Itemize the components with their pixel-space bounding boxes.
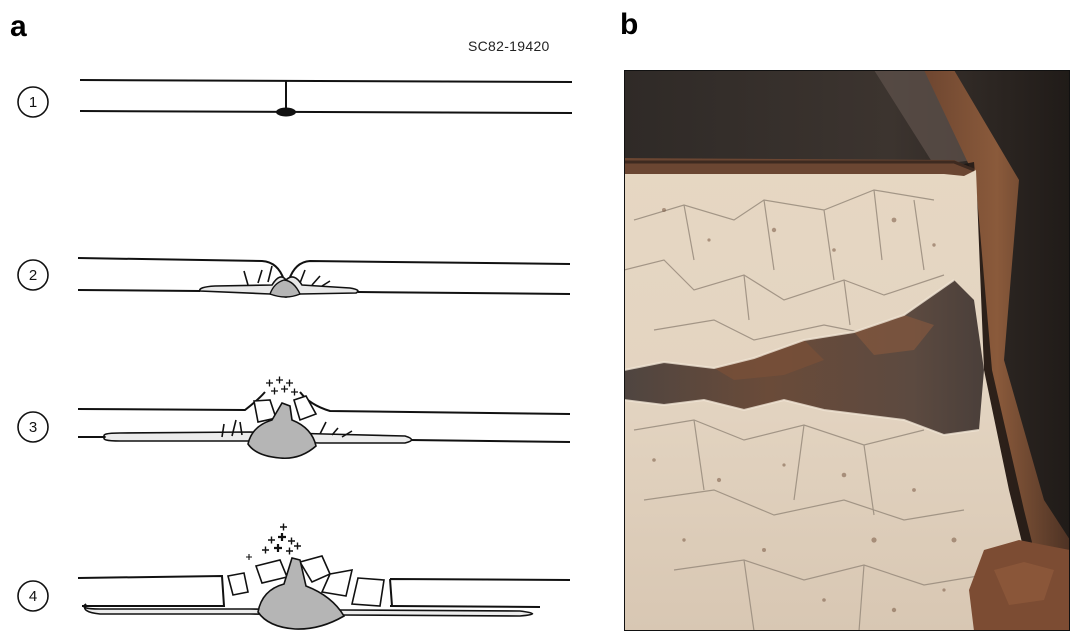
step-2-coating-left xyxy=(78,258,284,280)
step-4-coating-right xyxy=(390,579,570,607)
step-3-coating-left xyxy=(78,392,265,410)
step-4-flake-5 xyxy=(352,578,384,606)
step-3: 3 xyxy=(18,377,570,459)
step-2-coating-right xyxy=(289,261,570,280)
step-1-defect-dot xyxy=(276,108,296,117)
step-3-ion-markers xyxy=(266,377,298,396)
step-3-substrate-right xyxy=(410,440,570,442)
step-3-number: 3 xyxy=(29,419,37,436)
step-2: 2 xyxy=(18,258,570,297)
step-2-substrate-right xyxy=(358,292,570,294)
step-4: 4 xyxy=(18,524,570,630)
panel-label-b: b xyxy=(620,8,638,42)
step-2-number: 2 xyxy=(29,267,37,284)
corrosion-progression-diagram: 1 2 3 xyxy=(0,0,600,631)
peeling-paint-image xyxy=(624,70,1070,631)
step-4-ion-markers xyxy=(246,524,301,561)
step-4-coating-left xyxy=(78,576,224,606)
step-3-coating-flake-right xyxy=(294,396,316,420)
step-1-number: 1 xyxy=(29,94,37,111)
step-4-flake-2 xyxy=(256,560,287,583)
step-1-substrate-line xyxy=(80,111,572,113)
corrosion-photograph xyxy=(624,70,1070,631)
step-3-coating-right xyxy=(300,392,570,414)
step-1-coating-top xyxy=(80,80,572,82)
step-2-substrate-left xyxy=(78,290,200,291)
step-1: 1 xyxy=(18,80,572,117)
step-4-number: 4 xyxy=(29,588,37,605)
step-4-flake-1 xyxy=(228,573,248,595)
